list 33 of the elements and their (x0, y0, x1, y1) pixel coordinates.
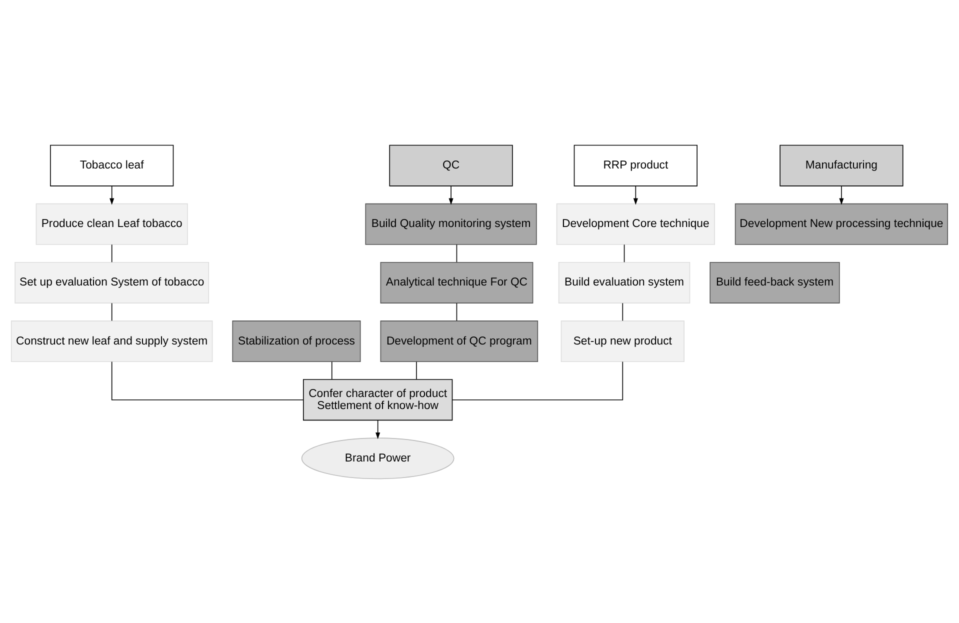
connector (111, 302, 112, 321)
connector (622, 302, 624, 321)
connector (624, 244, 625, 262)
node-box: Development of QC program (380, 320, 538, 362)
connector (331, 360, 332, 380)
node-box: Build evaluation system (558, 261, 690, 303)
node-box: QC (389, 144, 513, 186)
connector (456, 244, 458, 262)
arrow (448, 185, 454, 204)
connector (452, 360, 624, 400)
node-box: Development Core technique (556, 202, 715, 244)
node-box: Tobacco leaf (50, 144, 174, 186)
node-box: Confer character of product Settlement of know-how (303, 378, 453, 420)
node-box: Produce clean Leaf tobacco (36, 202, 188, 244)
node-box: Set-up new product (560, 320, 684, 362)
node-box: Development New processing technique (734, 202, 948, 244)
node-box: Construct new leaf and supply system (10, 320, 213, 362)
arrow (376, 419, 380, 439)
arrow (110, 185, 114, 204)
node-box: Build Quality monitoring system (365, 202, 537, 244)
node-box: Build feed-back system (710, 261, 840, 303)
node-ellipse: Brand Power (301, 437, 454, 479)
node-box: Stabilization of process (232, 320, 361, 362)
node-box: Set up evaluation System of tobacco (14, 261, 210, 303)
node-box: Manufacturing (780, 144, 904, 186)
arrow (633, 185, 638, 204)
node-box: Analytical technique For QC (380, 261, 534, 303)
node-box: RRP product (574, 144, 698, 186)
connector (456, 302, 458, 321)
arrow (839, 185, 844, 204)
connector (416, 360, 417, 380)
connector (111, 360, 304, 400)
connector (111, 244, 112, 262)
